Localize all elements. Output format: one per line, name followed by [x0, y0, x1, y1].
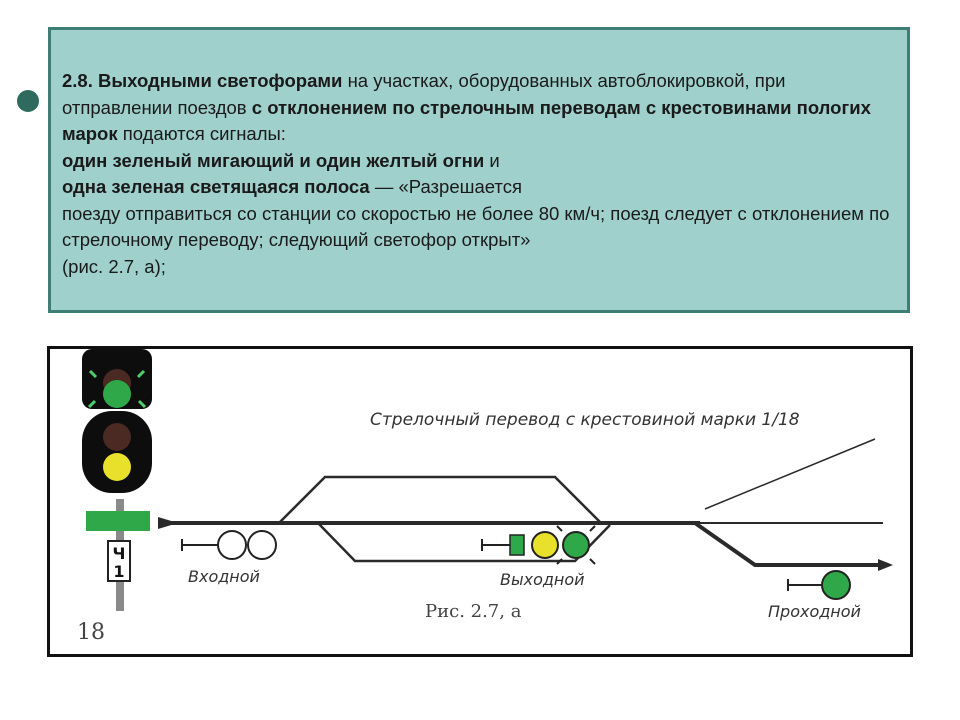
signal-head-lower — [82, 411, 152, 493]
switch-leader-line — [704, 438, 876, 510]
rule-text-span: на участках, оборудованных автоблокировк… — [62, 70, 786, 118]
rule-text-span: и — [484, 149, 500, 171]
flashing-rays — [87, 369, 147, 409]
switch-label: Стрелочный перевод с крестовиной марки 1… — [370, 410, 800, 430]
rule-text: 2.8. Выходными светофорами на участках, … — [62, 68, 897, 280]
rule-text-bold: одна зеленая светящаяся полоса — [62, 176, 370, 197]
mast-number-plate — [107, 540, 131, 582]
exit-signal — [481, 525, 596, 565]
rule-text-span: — «Разрешается — [369, 176, 522, 197]
rule-text-span: подаются сигналы: — [117, 123, 286, 144]
lower-siding — [317, 522, 611, 563]
entry-signal — [181, 530, 277, 560]
rule-text-span: поезду отправиться со станции со скорост… — [62, 202, 890, 251]
exit-label: Выходной — [500, 570, 585, 589]
exit-lamp-yellow — [531, 531, 559, 559]
rule-text-bold: с отклонением по стрелочным переводам с … — [62, 96, 871, 145]
lamp-yellow — [103, 453, 131, 481]
rule-text-bold: 2.8. Выходными светофорами — [62, 70, 343, 91]
passing-lamp-green — [821, 570, 851, 600]
figure-caption: Рис. 2.7, а — [425, 601, 522, 622]
rule-text-box: 2.8. Выходными светофорами на участках, … — [48, 27, 910, 313]
bullet-point — [17, 90, 39, 112]
plate-number: 1 — [113, 562, 124, 581]
entry-label: Входной — [188, 567, 260, 586]
upper-siding — [279, 475, 601, 523]
rule-text-span: (рис. 2.7, а); — [62, 255, 166, 277]
mast-signal: Ч 1 18 — [77, 349, 152, 645]
tracks — [158, 438, 885, 567]
signal-diagram: Ч 1 18 — [47, 346, 913, 657]
diverging-route — [693, 521, 885, 567]
entry-lamp-2 — [247, 530, 277, 560]
page-number: 18 — [77, 620, 105, 645]
plate-letter: Ч — [113, 544, 126, 563]
diagram-canvas: Ч 1 18 — [77, 349, 893, 645]
direction-arrow-right — [878, 559, 893, 571]
direction-arrow-left — [158, 517, 178, 529]
rule-text-bold: один зеленый мигающий и один желтый огни — [62, 149, 485, 171]
passing-label: Проходной — [768, 602, 861, 621]
passing-signal — [787, 570, 851, 600]
entry-lamp-1 — [217, 530, 247, 560]
lamp-green-flashing — [103, 380, 131, 408]
green-light-bar — [86, 511, 150, 531]
exit-green-bar — [509, 534, 525, 556]
lamp-dark-lower — [103, 423, 131, 451]
exit-lamp-green — [562, 531, 590, 559]
exit-flash-rays — [556, 525, 596, 565]
